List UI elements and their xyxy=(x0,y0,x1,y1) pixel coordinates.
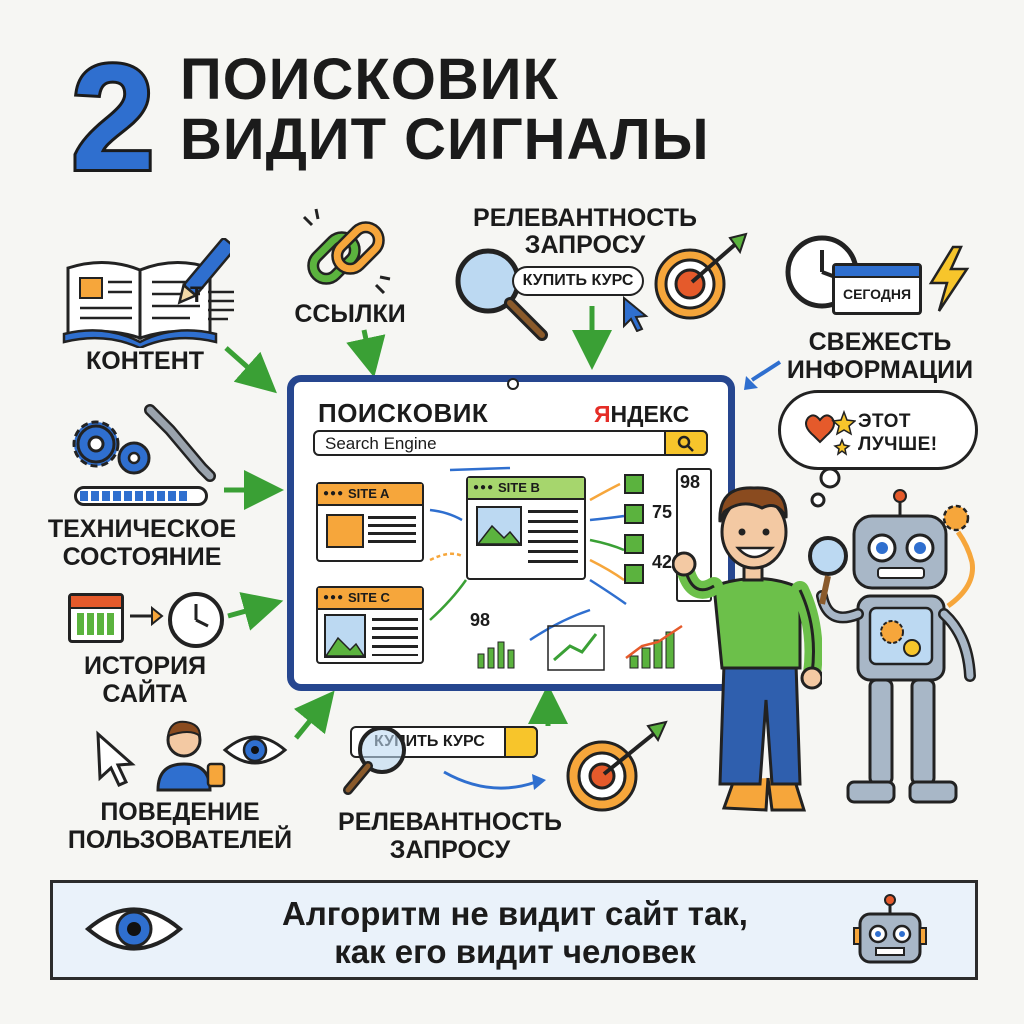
history-calendar-icon xyxy=(68,593,124,643)
bottom-banner xyxy=(50,880,978,980)
score-value-site: 98 xyxy=(470,610,491,630)
heart-star-icon xyxy=(805,409,856,456)
check-3 xyxy=(624,534,644,554)
site-card-b: ●●●SITE B xyxy=(466,476,586,580)
site-card-a: ●●●SITE A xyxy=(316,482,424,562)
search-button-bottom xyxy=(504,726,538,758)
target-arrow-icon xyxy=(654,232,748,320)
thought-bubble-tail xyxy=(810,467,841,508)
signal-label-links: ССЫЛКИ xyxy=(294,300,406,328)
signal-label-history: ИСТОРИЯ САЙТА xyxy=(83,652,207,708)
thought-bubble-text: ЭТОТ ЛУЧШЕ! xyxy=(858,411,938,455)
svg-text:2: 2 xyxy=(71,44,154,184)
mini-charts xyxy=(477,624,683,671)
score-panel xyxy=(624,472,684,608)
signal-label-behavior: ПОВЕДЕНИЕ ПОЛЬЗОВАТЕЛЕЙ xyxy=(67,798,293,854)
image-icon xyxy=(476,506,522,546)
search-input-text: Search Engine xyxy=(325,434,437,453)
monitor-camera xyxy=(507,378,519,390)
monitor-title: ПОИСКОВИК xyxy=(318,398,489,428)
title-line-2: ВИДИТ СИГНАЛЫ xyxy=(180,107,710,172)
progress-bar xyxy=(74,486,208,506)
target-bottom-icon xyxy=(566,720,668,812)
title-line-1: ПОИСКОВИК xyxy=(180,47,559,112)
signal-label-relevance-top: РЕЛЕВАНТНОСТЬ ЗАПРОСУ xyxy=(473,204,697,259)
check-4 xyxy=(624,564,644,584)
progress-bar-fill xyxy=(80,491,190,501)
history-clock-icon xyxy=(168,592,224,648)
chain-link-icon xyxy=(302,208,391,295)
banner-eye-icon xyxy=(84,907,184,951)
check-2 xyxy=(624,504,644,524)
person-illustration xyxy=(672,486,822,812)
banner-caption: Алгоритм не видит сайт так, как его види… xyxy=(282,895,748,970)
check-1 xyxy=(624,474,644,494)
score-value-2: 75 xyxy=(652,502,673,522)
cursor-icon xyxy=(623,296,649,332)
site-card-c: ●●●SITE C xyxy=(316,586,424,664)
signal-label-technical: ТЕХНИЧЕСКОЕ СОСТОЯНИЕ xyxy=(47,515,237,571)
magnifier-icon xyxy=(455,248,548,341)
search-button[interactable] xyxy=(664,430,708,456)
arrow-to-target xyxy=(443,770,546,790)
data-flow-arrows xyxy=(429,466,627,642)
arrow-right-icon xyxy=(130,605,164,627)
yandex-logo: ЯНДЕКС xyxy=(594,401,690,427)
banner-robot-icon xyxy=(853,894,927,964)
calendar-today-label: СЕГОДНЯ xyxy=(842,286,912,302)
pointer-cursor-icon xyxy=(96,730,136,787)
robot-illustration xyxy=(808,489,976,804)
score-value-1: 98 xyxy=(680,472,701,492)
signal-label-content: КОНТЕНТ xyxy=(85,347,205,375)
page-title: ПОИСКОВИК ВИДИТ СИГНАЛЫ xyxy=(180,50,710,170)
calendar-icon: СЕГОДНЯ xyxy=(832,263,922,315)
user-thumbs-up-icon xyxy=(156,720,226,792)
lightning-icon xyxy=(928,245,970,312)
signal-label-relevance-bottom: РЕЛЕВАНТНОСТЬ ЗАПРОСУ xyxy=(338,808,562,864)
search-input[interactable]: Search Engine xyxy=(313,430,708,456)
text-lines-icon xyxy=(208,290,234,321)
eye-icon xyxy=(222,735,288,765)
title-number-2: 2 xyxy=(68,44,157,184)
magnifier-bottom-icon xyxy=(343,726,406,795)
search-icon xyxy=(677,435,694,452)
image-c-icon xyxy=(324,614,366,658)
book-pen-icon xyxy=(62,238,230,348)
query-pill-top: КУПИТЬ КУРС xyxy=(512,266,644,296)
gears-wrench-icon xyxy=(72,404,216,482)
score-value-3: 42 xyxy=(652,552,673,572)
text-format-icon: T xyxy=(190,282,204,307)
signal-label-freshness: СВЕЖЕСТЬ ИНФОРМАЦИИ xyxy=(786,328,974,384)
